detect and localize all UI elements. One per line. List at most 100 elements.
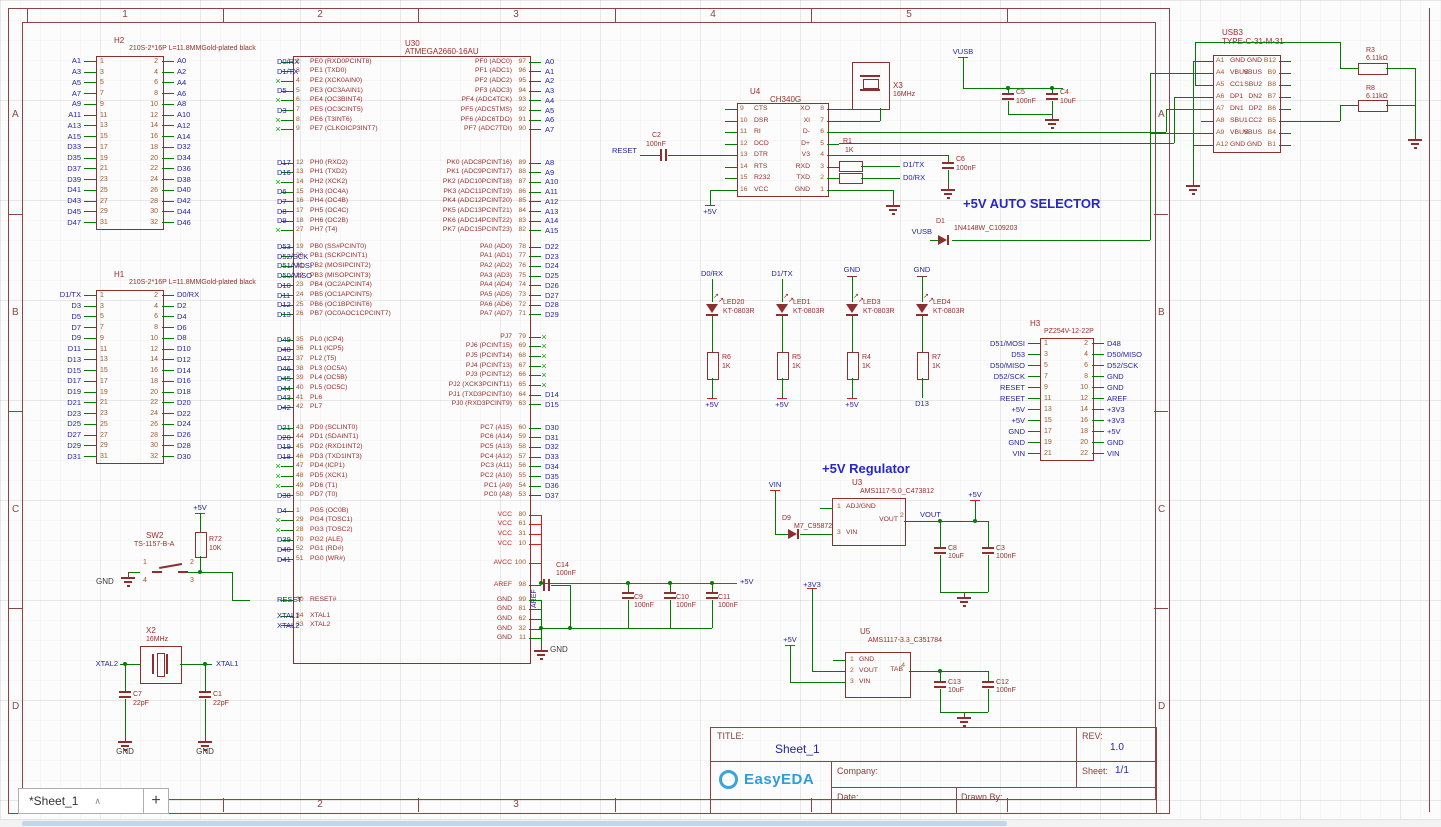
- net-label[interactable]: D14: [545, 391, 559, 399]
- net-label[interactable]: D42: [177, 197, 191, 205]
- net-label[interactable]: A4: [177, 79, 186, 87]
- wire[interactable]: [1028, 354, 1040, 355]
- wire[interactable]: [1193, 145, 1201, 146]
- pin-name[interactable]: PF2 (ADC2): [475, 78, 512, 85]
- pin-number[interactable]: 31: [518, 531, 526, 538]
- component-value[interactable]: KT-0803R: [863, 308, 895, 315]
- junction-dot[interactable]: [539, 626, 543, 630]
- wire[interactable]: [84, 190, 96, 191]
- frame-tick[interactable]: [8, 411, 22, 412]
- pin-name[interactable]: PB6 (OC1BPCINT6): [310, 302, 372, 309]
- pin-name[interactable]: DCD: [754, 141, 769, 148]
- component-value[interactable]: 100nF: [556, 570, 576, 577]
- net-label[interactable]: D28: [177, 442, 191, 450]
- pin-name[interactable]: GND: [1247, 58, 1262, 65]
- net-label[interactable]: A9: [545, 169, 554, 177]
- net-label[interactable]: VIN: [769, 481, 782, 489]
- pin-number[interactable]: 17: [1044, 428, 1052, 435]
- pin-name[interactable]: PH6 (OC2B): [310, 218, 348, 225]
- component-value[interactable]: TS-1157-B-A: [134, 541, 174, 548]
- wire[interactable]: [541, 515, 542, 583]
- wire[interactable]: [705, 205, 715, 206]
- pin-number[interactable]: 26: [296, 311, 304, 318]
- net-label[interactable]: D13: [277, 311, 291, 319]
- component-value[interactable]: KT-0803R: [723, 308, 755, 315]
- wire[interactable]: [529, 110, 541, 111]
- pin-number[interactable]: 16: [150, 367, 158, 374]
- pin-number[interactable]: 3: [190, 577, 194, 584]
- net-label[interactable]: D1/TX: [277, 68, 298, 76]
- net-label[interactable]: A13: [68, 122, 81, 130]
- pin-number[interactable]: A1: [1216, 58, 1224, 65]
- resistor-symbol[interactable]: [839, 161, 863, 172]
- component-value[interactable]: 10K: [209, 545, 221, 552]
- component-value[interactable]: 100nF: [996, 687, 1016, 694]
- resistor-symbol[interactable]: [917, 352, 929, 380]
- wire[interactable]: [827, 109, 839, 110]
- pin-name[interactable]: PL7: [310, 404, 322, 411]
- pin-number[interactable]: 20: [150, 389, 158, 396]
- wire[interactable]: [84, 158, 96, 159]
- pin-number[interactable]: 2: [850, 668, 854, 675]
- wire[interactable]: [84, 381, 96, 382]
- net-label[interactable]: A2: [545, 77, 554, 85]
- wire[interactable]: [84, 306, 96, 307]
- pin-name[interactable]: PD6 (T1): [310, 483, 338, 490]
- net-label[interactable]: D13: [915, 400, 929, 408]
- pin-number[interactable]: 5: [296, 88, 300, 95]
- crystal-symbol[interactable]: [860, 89, 880, 91]
- pin-name[interactable]: RTS: [754, 164, 767, 171]
- component-ref[interactable]: C14: [556, 562, 569, 569]
- wire[interactable]: [84, 168, 96, 169]
- led-symbol[interactable]: [706, 304, 718, 313]
- net-label[interactable]: RESET: [277, 596, 302, 604]
- wire[interactable]: [162, 115, 174, 116]
- pin-name[interactable]: GND: [1230, 58, 1245, 65]
- pin-number[interactable]: 14: [740, 164, 748, 171]
- pin-number[interactable]: A7: [1216, 106, 1224, 113]
- wire[interactable]: [162, 456, 174, 457]
- pin-name[interactable]: SBU1: [1230, 118, 1248, 125]
- pin-name[interactable]: PE6 (T3INT6): [310, 117, 352, 124]
- pin-number[interactable]: 22: [150, 165, 158, 172]
- pin-number[interactable]: 50: [296, 492, 304, 499]
- gnd-symbol[interactable]: [537, 654, 545, 656]
- pin-number[interactable]: 20: [150, 155, 158, 162]
- pin-name[interactable]: PH0 (RXD2): [310, 160, 348, 167]
- pin-number[interactable]: 9: [100, 335, 104, 342]
- capacitor-symbol[interactable]: [119, 691, 131, 693]
- wire[interactable]: [1028, 376, 1040, 377]
- capacitor-symbol[interactable]: [982, 681, 994, 683]
- pin-name[interactable]: PB4 (OC2APCINT4): [310, 282, 372, 289]
- net-label[interactable]: D8: [277, 208, 287, 216]
- component-value[interactable]: AMS1117-3.3_C351784: [868, 637, 942, 644]
- pin-name[interactable]: PH1 (TXD2): [310, 169, 347, 176]
- pin-name[interactable]: PA2 (AD2): [480, 263, 512, 270]
- component-ref[interactable]: U4: [750, 88, 760, 96]
- net-label[interactable]: D17: [67, 377, 81, 385]
- wire[interactable]: [952, 240, 1150, 241]
- wire[interactable]: [861, 166, 900, 167]
- pin-number[interactable]: 1: [837, 504, 841, 511]
- pin-name[interactable]: PB7 (OC0AOC1CPCINT7): [310, 311, 391, 318]
- pin-name[interactable]: PJ6 (PCINT15): [466, 343, 512, 350]
- pin-number[interactable]: B7: [1268, 94, 1276, 101]
- resistor-symbol[interactable]: [777, 352, 789, 380]
- net-label[interactable]: RESET: [1000, 395, 1025, 403]
- pin-number[interactable]: 100: [515, 560, 526, 567]
- pin-number[interactable]: 40: [296, 385, 304, 392]
- pin-number[interactable]: 36: [296, 346, 304, 353]
- wire[interactable]: [529, 62, 541, 63]
- pin-name[interactable]: PE1 (TXD0): [310, 68, 347, 75]
- wire[interactable]: [84, 104, 96, 105]
- net-label[interactable]: D37: [545, 492, 559, 500]
- resistor-symbol[interactable]: [1358, 100, 1388, 112]
- pin-number[interactable]: 72: [518, 302, 526, 309]
- pin-name[interactable]: ADJ/GND: [846, 504, 876, 511]
- net-label[interactable]: D17: [277, 159, 291, 167]
- resistor-symbol[interactable]: [839, 173, 863, 184]
- wire[interactable]: [1028, 420, 1040, 421]
- capacitor-symbol[interactable]: [1046, 93, 1058, 95]
- pin-name[interactable]: PF5 (ADC5TMS): [461, 107, 512, 114]
- gnd-symbol[interactable]: [886, 205, 900, 207]
